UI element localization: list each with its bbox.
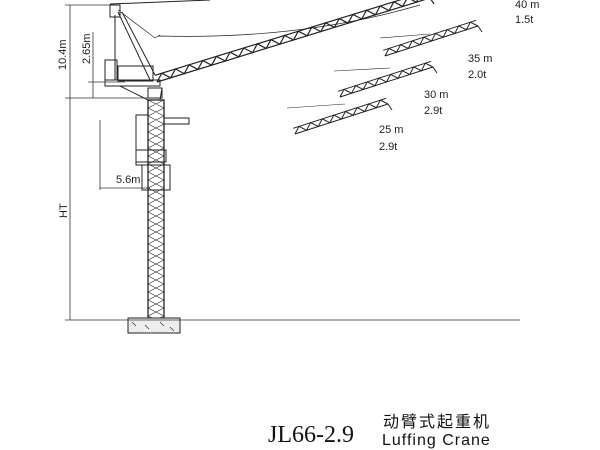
- mast-offset-label: 5.6m: [116, 174, 140, 186]
- crane-name-en: Luffing Crane: [382, 432, 491, 449]
- dimension-lines: [65, 4, 520, 321]
- boom-35m: [383, 19, 483, 57]
- luffing-rope: [117, 4, 421, 39]
- boom-25m: [293, 97, 393, 135]
- boom-radius-40: 40 m: [515, 0, 539, 11]
- crane-name-cn: 动臂式起重机: [383, 414, 492, 431]
- boom-30m: [338, 60, 438, 98]
- boom-radius-30: 30 m: [424, 89, 448, 101]
- boom-load-30: 2.9t: [424, 105, 442, 117]
- foundation: [127, 317, 181, 334]
- top-height-label: 2.65m: [81, 33, 93, 64]
- tower-height-label: HT: [58, 203, 70, 218]
- main-boom: [154, 0, 435, 83]
- total-height-label: 10.4m: [57, 39, 69, 70]
- boom-40m: [109, 0, 211, 5]
- slewing-unit: [104, 4, 163, 101]
- luffing-rope-25m: [286, 103, 346, 109]
- boom-radius-35: 35 m: [468, 53, 492, 65]
- luffing-rope-35m: [379, 33, 431, 39]
- boom-load-35: 2.0t: [468, 69, 486, 81]
- boom-radius-25: 25 m: [379, 124, 403, 136]
- luffing-rope-30m: [333, 67, 391, 72]
- model-number: JL66-2.9: [268, 422, 354, 448]
- boom-load-40: 1.5t: [515, 14, 533, 26]
- boom-load-25: 2.9t: [379, 141, 397, 153]
- tower-mast: [135, 99, 190, 325]
